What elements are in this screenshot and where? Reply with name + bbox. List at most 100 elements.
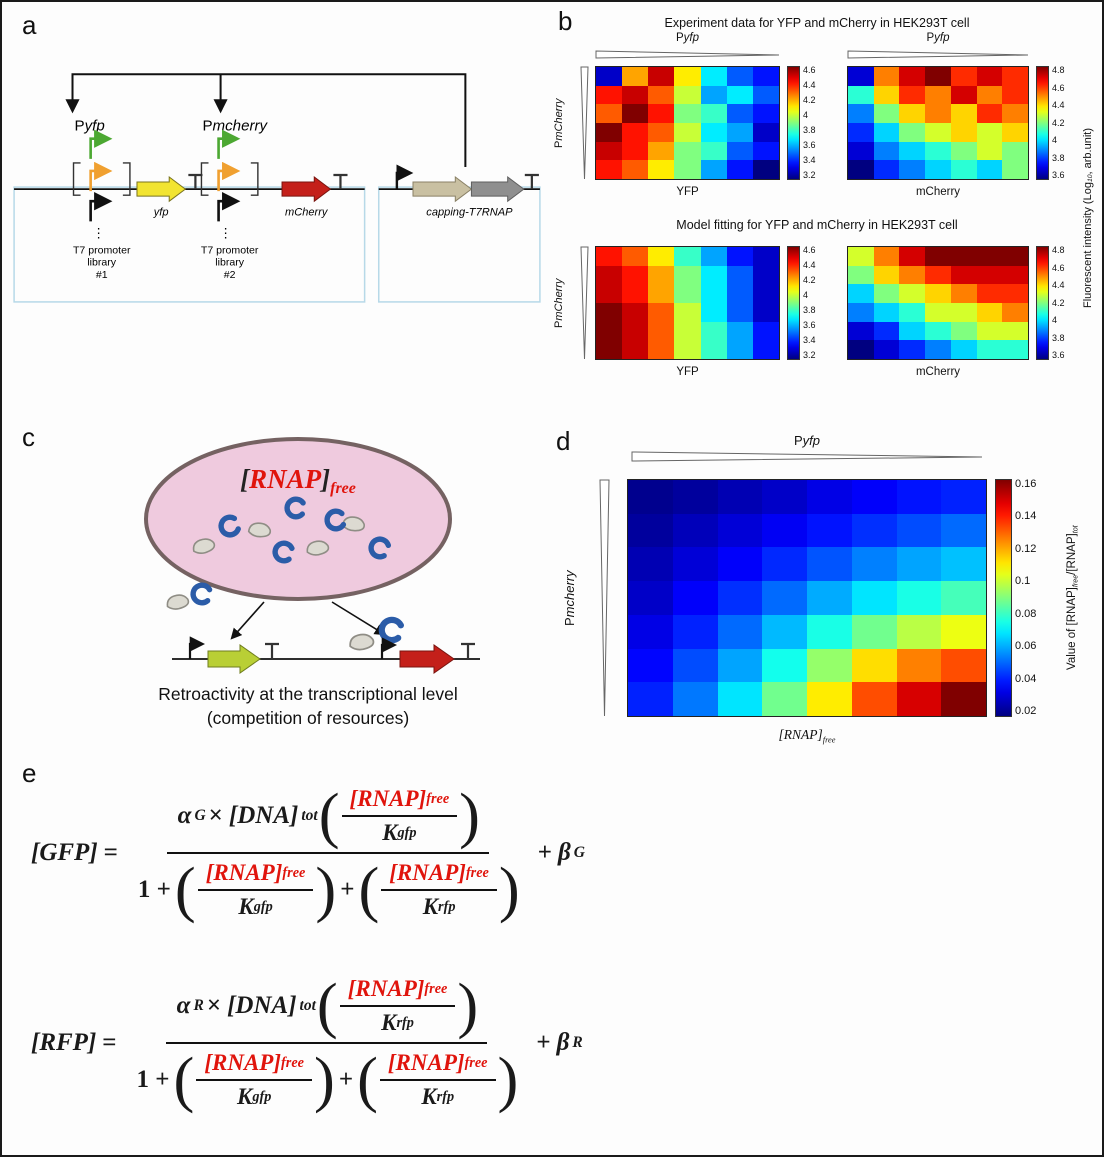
heatmap-cell [726,340,753,359]
heatmap-cell [672,648,718,683]
heatmap-cell [672,581,718,615]
heatmap-cell [976,284,1003,303]
heatmap-cell [848,85,874,105]
heatmap-cell [700,321,727,341]
heatmap-cell [752,141,779,161]
heatmap-cell [896,547,942,582]
heatmap-cell [762,581,807,615]
heatmap-cell [1002,284,1028,303]
heatmap-cell [628,513,673,548]
heatmap-cell [648,160,675,179]
retroactivity-cartoon: [RNAP]free [144,437,480,728]
heatmap-cell [674,284,701,303]
pmcherry-axis-label: Pmcherry [562,570,577,626]
heatmap-cell [950,67,977,86]
yfp-sublabel: YFP [676,366,699,378]
colorbar-tick: 4.4 [1052,280,1065,290]
bracket-right-icon [250,162,259,196]
heatmap-cell [726,265,753,285]
heatmap-cell [899,141,926,161]
feedback-wire [65,73,467,167]
heatmap-cell [925,302,951,322]
promoter-arrow-black [395,164,414,190]
mcherry-sublabel: mCherry [915,186,961,198]
heatmap-model-yfp [595,246,780,360]
heatmap-cell [848,67,874,86]
svg-text:T7 promoter: T7 promoter [201,245,259,257]
heatmap-cell [925,160,951,179]
heatmap-cell [628,581,673,615]
heatmap-cell [700,85,727,105]
heatmap-cell [873,321,900,341]
heatmap-cell [873,141,900,161]
promoter-arrow-black [89,192,113,222]
colorbar-tick: 0.02 [1015,704,1037,717]
heatmap-cell [700,104,727,123]
colorbar-tick: 4.8 [1052,245,1065,255]
heatmap-cell [717,648,763,683]
heatmap-cell [596,67,623,86]
heatmap-cell [925,321,951,341]
heatmap-cell [596,247,623,266]
heatmap-cell [976,247,1003,266]
heatmap-cell [941,682,986,716]
pmcherry-gradient-wedge [599,479,610,717]
heatmap-cell [726,247,753,266]
caption-line-1: Retroactivity at the transcriptional lev… [158,684,458,704]
mcherry-sublabel: mCherry [915,366,961,378]
heatmap-cell [950,104,977,123]
colorbar-tick: 0.04 [1015,672,1037,685]
heatmap-cell [648,321,675,341]
heatmap-cell [899,302,926,322]
heatmap-cell [899,122,926,142]
binding-arrow [230,601,265,640]
heatmap-cell [752,302,779,322]
terminator-icon [333,173,348,190]
heatmap-cell [896,581,942,615]
heatmap-cell [848,265,874,285]
svg-text:capping-T7RNAP: capping-T7RNAP [426,206,513,218]
colorbar-tick: 3.2 [803,350,816,360]
heatmap-cell [1002,141,1028,161]
heatmap-cell [1002,104,1028,123]
heatmap-cell [674,321,701,341]
rnap-free-label: [RNAP]free [240,464,356,497]
close-paren: ) [457,970,479,1041]
svg-text:Pyfp: Pyfp [75,118,105,135]
heatmap-cell [1002,265,1028,285]
promoter-arrow-black [217,192,241,222]
ellipsis-icon: ⋮ [92,225,105,240]
heatmap-cell [674,104,701,123]
heatmap-model-mcherry [847,246,1029,360]
heatmap-cell [648,141,675,161]
terminator-icon [265,642,279,659]
heatmap-cell [622,141,649,161]
heatmap-cell [726,141,753,161]
heatmap-cell [622,284,649,303]
colorbar-tick: 0.06 [1015,640,1037,653]
heatmap-cell [807,614,852,649]
heatmap-cell [873,247,900,266]
heatmap-cell [622,265,649,285]
heatmap-cell [622,160,649,179]
heatmap-cell [648,284,675,303]
heatmap-cell [950,141,977,161]
heatmap-cell [896,614,942,649]
heatmap-cell [622,321,649,341]
colorbar-tick: 0.14 [1015,510,1037,523]
rnap-c-icon [192,584,210,604]
close-paren: ) [315,854,337,925]
svg-text:#2: #2 [224,269,236,281]
heatmap-cell [752,67,779,86]
heatmap-cell [851,648,897,683]
heatmap-cell [762,513,807,548]
heatmap-cell [899,321,926,341]
